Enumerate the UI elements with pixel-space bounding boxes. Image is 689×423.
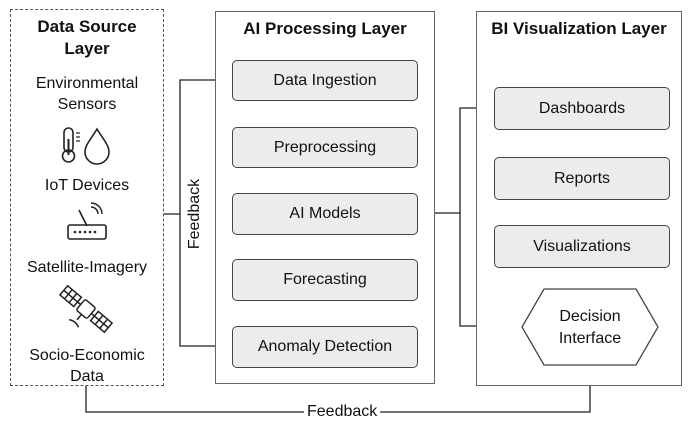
step-ai-models: AI Models [232, 193, 418, 235]
router-icon [67, 202, 107, 240]
source-socio-economic-data: Socio-Economic Data [29, 347, 145, 385]
data-source-layer: Data Source Layer Environmental Sensors … [10, 9, 164, 386]
feedback-label-bottom: Feedback [304, 403, 381, 421]
source-satellite-imagery: Satellite-Imagery [26, 259, 148, 276]
step-preprocessing: Preprocessing [232, 127, 418, 168]
source-iot-devices: IoT Devices [44, 177, 130, 194]
output-reports: Reports [494, 157, 670, 200]
output-dashboards: Dashboards [494, 87, 670, 130]
satellite-icon [58, 284, 114, 334]
source-environmental-sensors: Environmental Sensors [35, 75, 139, 113]
decision-interface-hexagon [521, 288, 659, 366]
bi-visualization-layer-title: BI Visualization Layer [491, 19, 667, 38]
output-visualizations: Visualizations [494, 225, 670, 268]
step-anomaly-detection: Anomaly Detection [232, 326, 418, 368]
step-data-ingestion: Data Ingestion [232, 60, 418, 101]
decision-interface-label: Decision Interface [558, 308, 622, 347]
feedback-left-loop [164, 75, 233, 215]
feedback-left-return [179, 214, 232, 347]
feedback-label-left: Feedback [186, 178, 204, 250]
data-source-layer-title: Data Source Layer [37, 17, 137, 58]
thermometer-droplet-icon [61, 127, 110, 165]
ai-processing-layer-title: AI Processing Layer [243, 19, 407, 38]
step-forecasting: Forecasting [232, 259, 418, 301]
